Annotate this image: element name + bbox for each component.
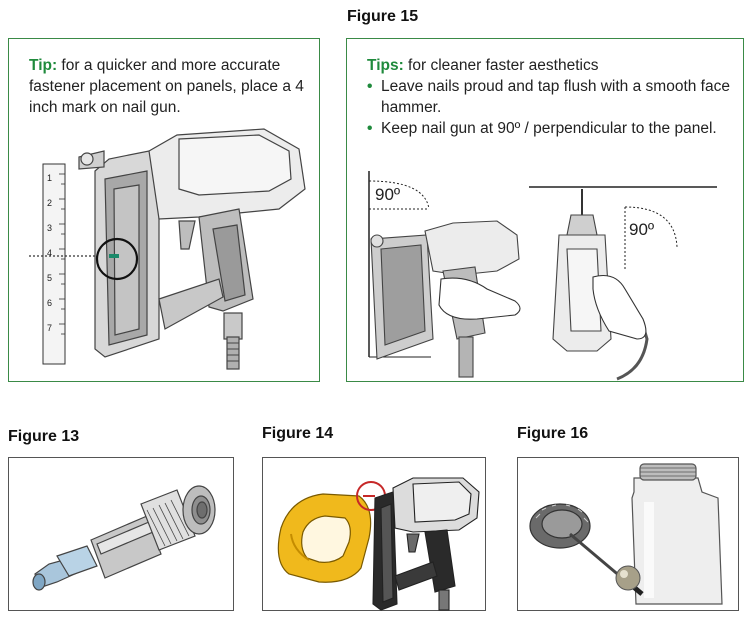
tips-intro: for cleaner faster aesthetics <box>403 57 599 74</box>
ruler-number-7: 7 <box>47 323 52 333</box>
figure-14-panel <box>262 457 486 611</box>
no-mar-tip-and-nailer-illustration <box>277 477 480 611</box>
figure-13-title: Figure 13 <box>8 428 80 445</box>
nail-gun-with-ruler-illustration: 1 2 3 4 5 6 7 <box>29 128 306 370</box>
hand-right <box>592 274 647 340</box>
nail-gun-vertical <box>552 189 649 381</box>
ruler-number-5: 5 <box>47 273 52 283</box>
nail-gun-dark <box>372 477 480 611</box>
agitator-ball <box>615 565 641 591</box>
ruler-number-6: 6 <box>47 298 52 308</box>
no-mar-tip <box>277 493 372 583</box>
tip-panel: Tip: for a quicker and more accurate fas… <box>8 38 320 382</box>
mark-highlight-circle <box>95 237 139 281</box>
hand-left <box>438 277 521 320</box>
tips-bullet-2: Keep nail gun at 90º / perpendicular to … <box>367 118 737 139</box>
figure-16-panel <box>517 457 739 611</box>
angle-label-left: 90º <box>375 185 400 204</box>
right-wall-angle: 90º <box>529 186 717 271</box>
left-wall-angle: 90º <box>368 171 431 358</box>
ruler-number-1: 1 <box>47 173 52 183</box>
figure-16-title: Figure 16 <box>517 425 589 442</box>
tips-text: Tips: for cleaner faster aesthetics Leav… <box>367 55 737 139</box>
tip-label: Tip: <box>29 57 58 74</box>
four-inch-mark <box>109 254 119 258</box>
perpendicular-nailing-illustration: 90º 90º <box>368 171 717 381</box>
tape-ruler: 1 2 3 4 5 6 7 <box>42 163 66 365</box>
tip-body: for a quicker and more accurate fastener… <box>29 57 304 116</box>
tip-text: Tip: for a quicker and more accurate fas… <box>29 55 311 118</box>
tips-label: Tips: <box>367 57 404 74</box>
figure-13-panel <box>8 457 234 611</box>
figure-15-title: Figure 15 <box>347 8 419 25</box>
oil-bottle-and-brush-cap-illustration <box>529 463 723 605</box>
angle-label-right: 90º <box>629 220 654 239</box>
oil-bottle <box>631 463 723 605</box>
ruler-number-2: 2 <box>47 198 52 208</box>
nail-gun-left <box>78 128 306 370</box>
air-fitting-adjuster-illustration <box>32 485 216 591</box>
figure-14-title: Figure 14 <box>262 425 334 442</box>
ruler-number-4: 4 <box>47 248 52 258</box>
tips-bullet-1: Leave nails proud and tap flush with a s… <box>367 76 737 118</box>
tips-bullet-list: Leave nails proud and tap flush with a s… <box>367 76 737 139</box>
ruler-number-3: 3 <box>47 223 52 233</box>
figure-15-panel: Tips: for cleaner faster aesthetics Leav… <box>346 38 744 382</box>
